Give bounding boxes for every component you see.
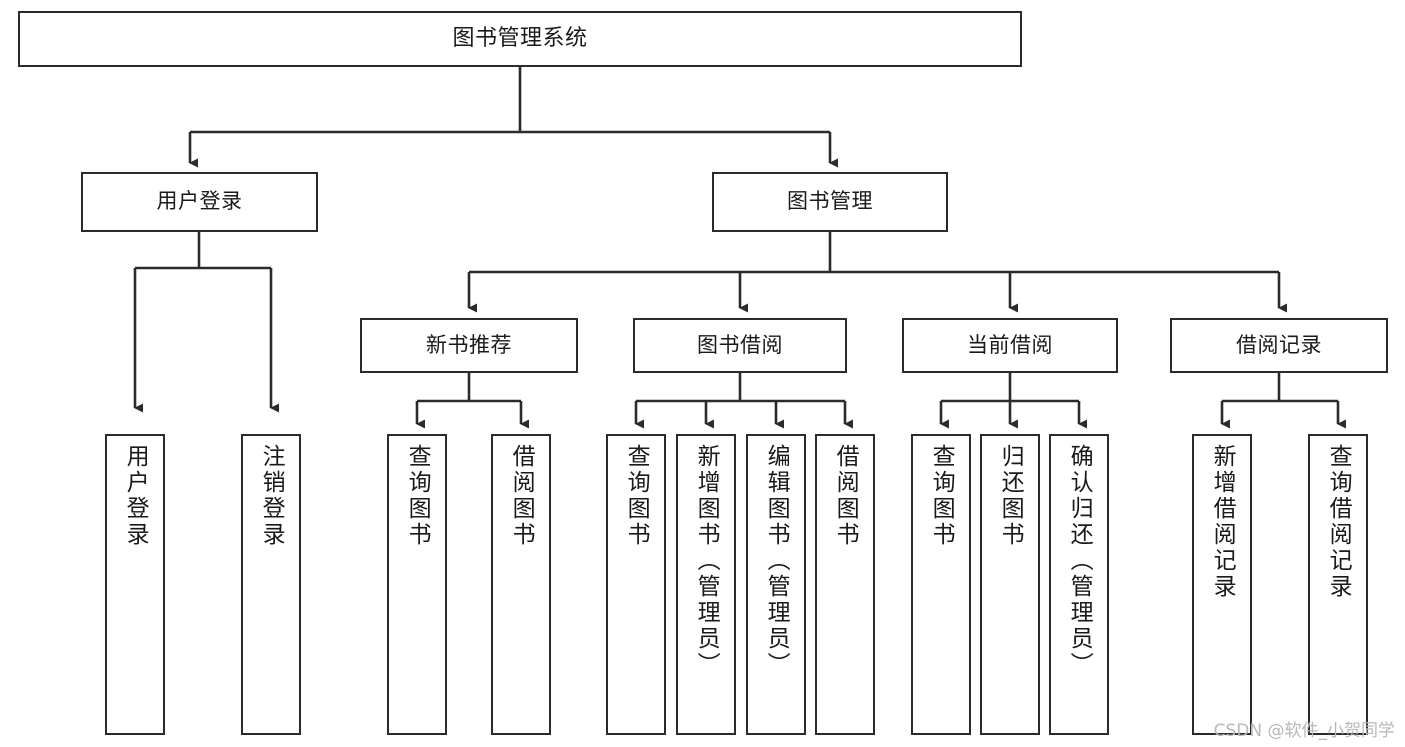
node-label: 确认归还（管理员） [1066,444,1093,678]
leaf-current-query-book[interactable]: 查询图书 [911,434,971,735]
leaf-user-login-login[interactable]: 用户登录 [105,434,165,735]
node-label: 图书借阅 [697,332,783,357]
node-user-login[interactable]: 用户登录 [81,172,318,232]
leaf-current-confirm-return-admin[interactable]: 确认归还（管理员） [1049,434,1109,735]
node-label: 新书推荐 [426,332,512,357]
leaf-borrow-query-book[interactable]: 查询图书 [606,434,666,735]
leaf-borrow-borrow-book[interactable]: 借阅图书 [815,434,875,735]
leaf-record-query-record[interactable]: 查询借阅记录 [1308,434,1368,735]
node-root-book-management-system[interactable]: 图书管理系统 [18,11,1022,67]
csdn-watermark: CSDN @软件_小贺同学 [1213,721,1395,741]
leaf-new-book-query-book[interactable]: 查询图书 [387,434,447,735]
node-label: 当前借阅 [967,332,1053,357]
node-label: 查询图书 [928,444,955,548]
node-label: 编辑图书（管理员） [763,444,790,678]
leaf-borrow-edit-book-admin[interactable]: 编辑图书（管理员） [746,434,806,735]
node-label: 查询借阅记录 [1325,444,1352,600]
node-label: 借阅记录 [1236,332,1322,357]
leaf-current-return-book[interactable]: 归还图书 [980,434,1040,735]
node-label: 借阅图书 [508,444,535,548]
leaf-new-book-borrow-book[interactable]: 借阅图书 [491,434,551,735]
node-label: 图书管理系统 [452,25,588,51]
node-book-management[interactable]: 图书管理 [712,172,948,232]
leaf-user-login-logout[interactable]: 注销登录 [241,434,301,735]
node-borrowing-record[interactable]: 借阅记录 [1170,318,1388,373]
node-label: 用户登录 [156,189,243,214]
node-label: 用户登录 [122,444,149,548]
leaf-record-add-record[interactable]: 新增借阅记录 [1192,434,1252,735]
node-label: 查询图书 [404,444,431,548]
node-label: 归还图书 [997,444,1024,548]
node-label: 查询图书 [623,444,650,548]
node-label: 图书管理 [787,189,873,214]
node-book-borrowing[interactable]: 图书借阅 [633,318,847,373]
leaf-borrow-add-book-admin[interactable]: 新增图书（管理员） [676,434,736,735]
node-current-borrowing[interactable]: 当前借阅 [902,318,1118,373]
node-label: 新增借阅记录 [1209,444,1236,600]
node-label: 新增图书（管理员） [693,444,720,678]
node-new-book-recommendation[interactable]: 新书推荐 [360,318,578,373]
node-label: 借阅图书 [832,444,859,548]
node-label: 注销登录 [258,444,285,548]
